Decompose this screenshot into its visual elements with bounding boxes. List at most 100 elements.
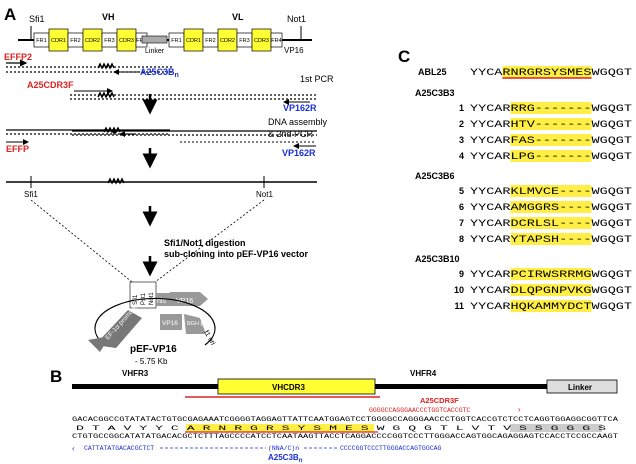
cdr3-zigzag-3	[103, 126, 121, 134]
rev-primer-3: CCCCGGTCCCTTGGGACCAGTGGCAG	[340, 445, 442, 452]
clone-number: 6	[459, 202, 464, 212]
top-strand: GACACGGCCGTATATACTGTGCGAGAAATCGGGGTAGGAG…	[72, 416, 618, 423]
bottom-strand: CTGTGCCGGCATATATGACACGCTCTTTAGCCCCATCCTC…	[72, 433, 618, 440]
cdr3-highlight	[510, 118, 592, 130]
seq-post: WGQGT	[592, 270, 633, 281]
seq-pre: YYCAR	[470, 203, 511, 214]
clone-number: 2	[459, 119, 464, 129]
vl-cdr3-label: CDR3	[254, 38, 269, 44]
sfi1-site-label-2: Sfi1	[24, 190, 38, 199]
seq-pre: YYCAR	[470, 219, 511, 230]
seq-cdr: RNRGRSYSMES	[502, 68, 591, 79]
seq-post: WGQGT	[592, 120, 633, 131]
vl-fr1-label: FR1	[171, 38, 181, 44]
bgh-box	[184, 314, 206, 334]
not1-site-label: Not1	[287, 14, 306, 24]
effp-label: EFFP	[6, 144, 29, 154]
group-title: A25C3B10	[415, 254, 460, 264]
linker-region-label: Linker	[568, 383, 592, 392]
assembly-scheme: DNA assembly & 2nd PCR EFFP VP162R	[6, 117, 328, 158]
seq-post: WGQGT	[592, 136, 633, 147]
vl-fr4-label: FR4	[271, 38, 281, 44]
vector-name: pEF-VP16	[130, 344, 177, 355]
vl-cdr1-label: CDR1	[186, 38, 201, 44]
cdr3-highlight	[510, 185, 592, 197]
digest-label: Sfi1/Not1 digestion	[164, 238, 246, 248]
nls-box	[156, 293, 170, 306]
effp2-label: EFFP2	[4, 52, 32, 62]
linker-label: Linker	[145, 48, 165, 55]
vp16-box	[170, 292, 208, 306]
cdr3-highlight	[510, 268, 592, 280]
vh-fr3-label: FR3	[104, 38, 114, 44]
cdr3-region-map: VHFR3 VHFR4 VHCDR3 Linker A25CDR3F GGGGC…	[72, 369, 618, 464]
rev-primer-5: CATTATATGACACGCTCT	[84, 445, 154, 452]
group-title: A25C3B6	[415, 171, 455, 181]
sfi1-site-label: Sfi1	[29, 14, 45, 24]
cdr3-zigzag-1	[97, 62, 115, 70]
cdr3-zigzag-4	[107, 177, 125, 185]
plasmid-circle	[94, 297, 216, 346]
seq-post: WGQGT	[592, 219, 633, 230]
vh-label: VH	[102, 12, 115, 22]
cdr3-aa-highlight	[186, 424, 374, 432]
linker-box	[141, 35, 168, 44]
vhcdr3-box	[217, 378, 376, 395]
vp16-box-label: VP16	[176, 298, 193, 305]
pcr1-scheme: EFFP2 A25C3Bn A25CDR3F 1st PCR VP162R	[4, 52, 334, 113]
seq-cdr: YTAPSH----	[511, 235, 592, 246]
seq-post: WGQGT	[592, 203, 633, 214]
seq-pre: YYCA	[470, 68, 502, 79]
vh-fr1-label: FR1	[36, 38, 46, 44]
cdr3-highlight	[510, 217, 592, 229]
vp16-arc-label: VP16	[162, 320, 178, 327]
cdr3-highlight	[510, 300, 592, 312]
clone-number: 5	[459, 186, 464, 196]
clone-number: 3	[459, 135, 464, 145]
aa-translation: D T A V Y Y C A R N R G R S Y S M E S W …	[76, 425, 606, 432]
panel-c-letter: C	[398, 47, 410, 66]
linker-aa-highlight	[510, 424, 602, 432]
clone-number: 4	[459, 151, 464, 161]
vp16-arc	[160, 314, 182, 330]
vp162r-label-2: VP162R	[282, 148, 316, 158]
pcr1-label: 1st PCR	[300, 74, 334, 84]
seq-cdr: FAS-------	[511, 136, 592, 147]
cdr3-highlight	[502, 66, 592, 78]
cdr3-highlight	[510, 284, 592, 296]
cdr3-highlight	[510, 233, 592, 245]
seq-post: WGQGT	[592, 104, 633, 115]
seq-pre: YYCAR	[470, 136, 511, 147]
vl-fr4-box	[270, 32, 283, 48]
cdr3-zigzag-2	[97, 91, 115, 99]
seq-pre: YYCAR	[470, 152, 511, 163]
seq-post: WGQGT	[592, 235, 633, 246]
rev-primer-arrow: ‹	[72, 444, 75, 453]
vector-size: - 5.75 Kb	[135, 357, 168, 366]
vl-label: VL	[232, 12, 244, 22]
vhfr4-label: VHFR4	[410, 369, 437, 378]
clone-number: 7	[459, 218, 464, 228]
vl-fr3-label: FR3	[239, 38, 249, 44]
seq-post: WGQGT	[592, 152, 633, 163]
clone-number: 10	[454, 285, 464, 295]
clone-number: 9	[459, 269, 464, 279]
vl-fr2-label: FR2	[205, 38, 215, 44]
seq-post: WGQGT	[592, 68, 633, 79]
subclone-label: sub-cloning into pEF-VP16 vector	[164, 249, 309, 259]
seq-pre: YYCAR	[470, 120, 511, 131]
a25cdr3f-label: A25CDR3F	[27, 80, 74, 90]
vh-fr2-label: FR2	[70, 38, 80, 44]
primer-f-arrow: ›	[518, 405, 521, 414]
seq-cdr: DCRLSL----	[511, 219, 592, 230]
vl-cdr2-label: CDR2	[220, 38, 235, 44]
nls-label: nls	[157, 298, 166, 305]
primer-f-label: A25CDR3F	[420, 396, 459, 405]
seq-cdr: PCIRWSRRMG	[511, 270, 592, 281]
seq-cdr: AMGGRS----	[511, 203, 592, 214]
panel-b-letter: B	[50, 367, 62, 386]
seq-cdr: HQKAMMYDCT	[511, 302, 592, 313]
